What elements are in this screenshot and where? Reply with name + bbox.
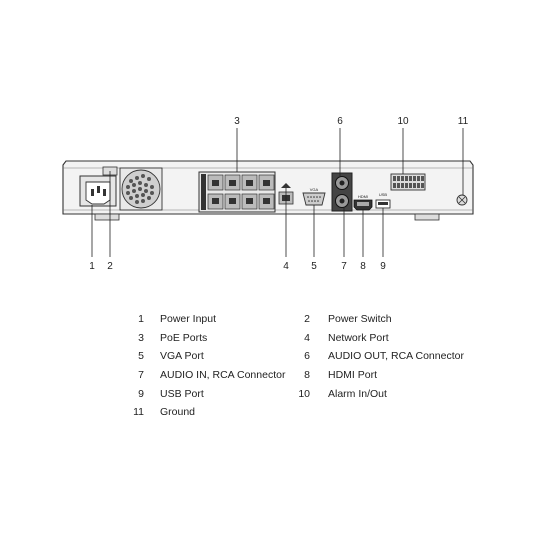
legend-label: Power Input xyxy=(160,313,217,325)
legend-number: 2 xyxy=(304,313,310,325)
ground-screw-icon xyxy=(456,194,468,206)
hdmi-label: HDMI xyxy=(358,194,368,199)
legend-row: 5 VGA Port 6 AUDIO OUT, RCA Connector xyxy=(0,348,540,364)
legend-number: 6 xyxy=(304,350,310,362)
legend-row: 11 Ground xyxy=(0,404,540,420)
legend-number: 10 xyxy=(298,388,310,400)
callout-7: 7 xyxy=(341,261,347,272)
legend: 1 Power Input 2 Power Switch 3 PoE Ports… xyxy=(0,308,540,428)
legend-number: 11 xyxy=(133,406,144,418)
legend-label: USB Port xyxy=(160,388,204,400)
callout-6: 6 xyxy=(337,116,343,127)
callout-11: 11 xyxy=(458,116,469,127)
legend-label: PoE Ports xyxy=(160,332,208,344)
legend-label: VGA Port xyxy=(160,350,204,362)
alarm-terminal-block xyxy=(390,173,426,191)
callout-8: 8 xyxy=(360,261,366,272)
legend-number: 3 xyxy=(138,332,144,344)
poe-ports-block xyxy=(198,171,276,213)
callout-numbers: 1 2 3 4 5 6 7 8 9 10 11 xyxy=(89,116,468,272)
usb-label: USB xyxy=(379,192,388,197)
legend-row: 1 Power Input 2 Power Switch xyxy=(0,311,540,327)
foot-right xyxy=(414,213,440,221)
callout-9: 9 xyxy=(380,261,386,272)
vga-port: VGA xyxy=(302,187,326,206)
legend-number: 8 xyxy=(304,369,310,381)
legend-label: Network Port xyxy=(328,332,389,344)
legend-label: Power Switch xyxy=(328,313,392,325)
leader-lines xyxy=(91,128,464,257)
callout-10: 10 xyxy=(397,116,409,127)
callout-4: 4 xyxy=(283,261,289,272)
legend-label: AUDIO OUT, RCA Connector xyxy=(328,350,464,362)
legend-label: AUDIO IN, RCA Connector xyxy=(160,369,286,381)
device-rear-panel-diagram: VGA HDMI USB xyxy=(62,116,474,272)
foot-left xyxy=(94,213,120,221)
callout-2: 2 xyxy=(107,261,113,272)
hdmi-port: HDMI xyxy=(353,194,373,211)
power-input-socket xyxy=(79,175,117,207)
callout-1: 1 xyxy=(89,261,95,272)
callout-5: 5 xyxy=(311,261,317,272)
legend-row: 9 USB Port 10 Alarm In/Out xyxy=(0,386,540,402)
legend-number: 1 xyxy=(138,313,144,325)
rca-audio-connectors xyxy=(331,172,353,212)
legend-row: 7 AUDIO IN, RCA Connector 8 HDMI Port xyxy=(0,367,540,383)
legend-number: 5 xyxy=(138,350,144,362)
legend-label: HDMI Port xyxy=(328,369,378,381)
legend-number: 7 xyxy=(138,369,144,381)
legend-row: 3 PoE Ports 4 Network Port xyxy=(0,330,540,346)
legend-number: 9 xyxy=(138,388,144,400)
callout-3: 3 xyxy=(234,116,240,127)
fan-icon xyxy=(119,167,163,211)
vga-label: VGA xyxy=(310,187,319,192)
legend-label: Ground xyxy=(160,406,196,418)
legend-label: Alarm In/Out xyxy=(328,388,387,400)
legend-number: 4 xyxy=(304,332,310,344)
